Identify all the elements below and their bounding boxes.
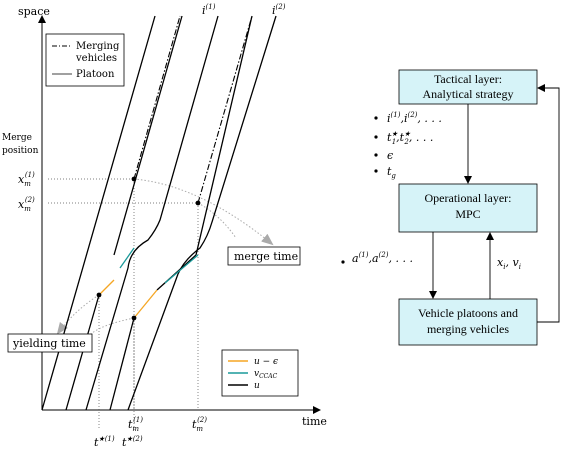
x-axis-label: time xyxy=(302,415,327,428)
tactical-layer-box: Tactical layer: Analytical strategy xyxy=(398,69,538,105)
space-time-diagram: space time Merging vehicles Platoon Merg… xyxy=(2,3,327,449)
svg-text:Analytical strategy: Analytical strategy xyxy=(423,87,514,101)
svg-text:Vehicle platoons and: Vehicle platoons and xyxy=(418,306,518,320)
legend-top: Merging vehicles Platoon xyxy=(45,33,125,87)
block-arrows xyxy=(429,84,560,323)
legend-platoon-label: Platoon xyxy=(76,69,115,80)
top-label-i1: i(1) xyxy=(202,3,216,17)
orange-segment-1 xyxy=(98,279,115,296)
svg-text:merge time: merge time xyxy=(234,250,298,263)
tactical-outputs-list: i(1),i(2), . . . t★1,t★2, . . . ϵ tg xyxy=(374,111,442,180)
legend-merging-label-2: vehicles xyxy=(75,53,117,64)
svg-text:a(1),a(2), . . .: a(1),a(2), . . . xyxy=(352,251,413,265)
legend-v-ccac: vCCAC xyxy=(254,369,278,380)
yielding-time-callout: yielding time xyxy=(7,333,93,353)
teal-segment-2 xyxy=(164,254,199,284)
legend-u: u xyxy=(254,381,260,391)
control-block-diagram: Tactical layer: Analytical strategy Oper… xyxy=(341,69,560,346)
merge-position-label-2: position xyxy=(2,146,39,156)
guide-lines xyxy=(48,178,199,430)
merge-position-label-1: Merge xyxy=(2,133,32,143)
svg-text:MPC: MPC xyxy=(455,207,480,221)
merge-time-callout: merge time xyxy=(227,246,301,266)
y-tick-xm1: xm(1) xyxy=(18,171,35,188)
svg-text:xi, vi: xi, vi xyxy=(497,256,521,271)
svg-text:xm(2): xm(2) xyxy=(18,196,35,213)
x-tick-tstar2: t★(2) xyxy=(122,435,143,449)
bullet-tg: tg xyxy=(387,165,396,180)
vehicles-box: Vehicle platoons and merging vehicles xyxy=(398,298,538,346)
legend-merging-label-1: Merging xyxy=(76,41,120,52)
x-tick-tstar1: t★(1) xyxy=(94,435,115,449)
svg-text:xm(1): xm(1) xyxy=(18,171,35,188)
legend-bottom: u − ϵ vCCAC u xyxy=(221,349,299,397)
svg-text:yielding time: yielding time xyxy=(12,337,86,350)
legend-u-minus-eps: u − ϵ xyxy=(254,357,278,367)
bullet-epsilon: ϵ xyxy=(387,149,393,162)
callout-curves xyxy=(56,178,274,336)
orange-segment-2 xyxy=(133,289,158,319)
a-label: a(1),a(2), . . . xyxy=(341,251,413,265)
colored-segments xyxy=(98,247,199,319)
y-axis-label: space xyxy=(18,5,50,18)
svg-text:merging vehicles: merging vehicles xyxy=(427,322,509,336)
teal-segment-1 xyxy=(119,247,135,269)
bullet-i: i(1),i(2), . . . xyxy=(387,111,442,125)
x-tick-tm1: tm(1) xyxy=(128,416,143,433)
event-dots xyxy=(96,176,201,321)
bullet-tstar: t★1,t★2, . . . xyxy=(387,130,433,146)
svg-text:Tactical layer:: Tactical layer: xyxy=(434,72,502,86)
y-tick-xm2: xm(2) xyxy=(18,196,35,213)
merging-trajectories xyxy=(133,15,253,204)
svg-text:Operational layer:: Operational layer: xyxy=(425,191,512,205)
xv-label: xi, vi xyxy=(497,256,521,271)
operational-layer-box: Operational layer: MPC xyxy=(398,183,538,233)
top-label-i2: i(2) xyxy=(272,3,286,17)
x-tick-tm2: tm(2) xyxy=(192,416,207,433)
